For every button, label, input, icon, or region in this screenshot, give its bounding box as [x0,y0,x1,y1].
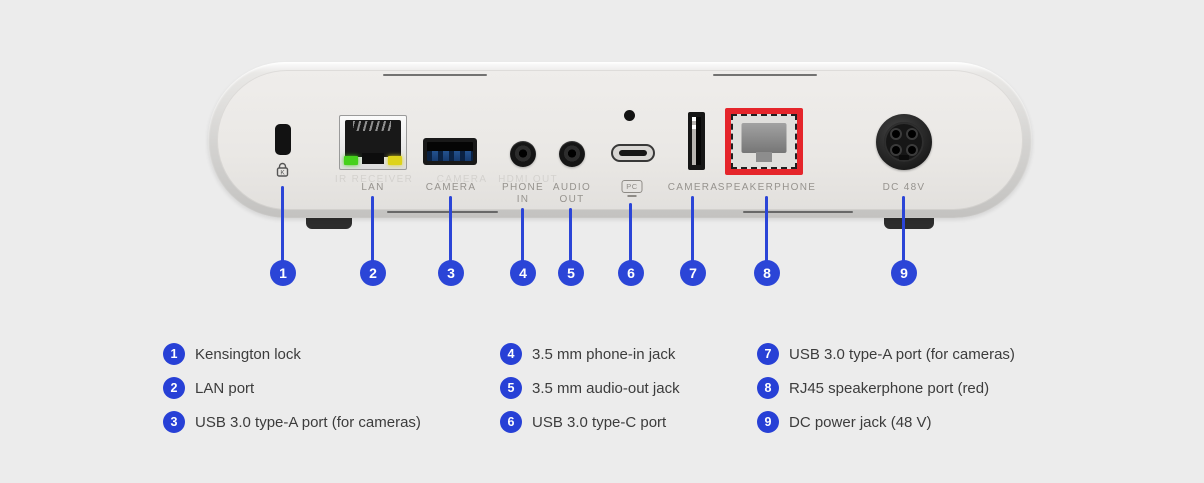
legend-item: 3 USB 3.0 type-A port (for cameras) [163,411,421,433]
legend-label: 3.5 mm phone-in jack [532,345,676,363]
legend-badge: 5 [500,377,522,399]
legend-label: USB 3.0 type-A port (for cameras) [195,413,421,431]
lan-led-green [344,156,358,165]
callout-line-6 [629,203,632,262]
speakerphone-port-panel [731,114,797,169]
callout-line-4 [521,208,524,262]
legend-item: 9 DC power jack (48 V) [757,411,1015,433]
kensington-lock-slot [275,124,291,155]
callout-line-1 [281,186,284,262]
dc-pin-hole [906,128,918,140]
legend-item: 1 Kensington lock [163,343,421,365]
usb-c-port-pc [611,144,655,162]
speakerphone-port-tab [756,152,772,162]
legend-item: 4 3.5 mm phone-in jack [500,343,680,365]
legend-label: Kensington lock [195,345,301,363]
legend-label: USB 3.0 type-A port (for cameras) [789,345,1015,363]
legend-badge: 4 [500,343,522,365]
legend-badge: 6 [500,411,522,433]
callout-6: 6 [618,260,644,286]
kensington-lock-icon: K [276,162,289,177]
label-speakerphone: SPEAKERPHONE [717,182,817,193]
callout-3: 3 [438,260,464,286]
usb-a-tongue [692,117,696,165]
legend-label: LAN port [195,379,255,397]
usb-a-tongue [427,151,473,161]
legend-item: 2 LAN port [163,377,421,399]
legend-label: USB 3.0 type-C port [532,413,667,431]
legend-badge: 1 [163,343,185,365]
ghost-label-camera: CAMERA [436,174,488,185]
callout-7: 7 [680,260,706,286]
ghost-label-ir-receiver: IR RECEIVER [334,174,414,185]
label-phone-in: PHONE IN [502,182,544,205]
lan-port [339,115,407,170]
callout-line-2 [371,196,374,262]
label-phone-line2: IN [516,193,530,205]
callout-line-8 [765,196,768,262]
callout-5: 5 [558,260,584,286]
legend-badge: 3 [163,411,185,433]
callout-2: 2 [360,260,386,286]
legend-badge: 9 [757,411,779,433]
legend-column-3: 7 USB 3.0 type-A port (for cameras) 8 RJ… [757,343,1015,445]
callout-1: 1 [270,260,296,286]
pc-monitor-icon: PC [621,180,643,197]
speakerphone-port-cavity [741,123,787,153]
callout-line-5 [569,208,572,262]
usb-c-slot [619,150,647,156]
legend-column-2: 4 3.5 mm phone-in jack 5 3.5 mm audio-ou… [500,343,680,445]
label-audio-line1: AUDIO [552,182,592,193]
label-pc: PC [626,182,638,191]
label-audio-line2: OUT [559,193,585,205]
panel-seam [743,211,853,213]
legend-column-1: 1 Kensington lock 2 LAN port 3 USB 3.0 t… [163,343,421,445]
legend-item: 5 3.5 mm audio-out jack [500,377,680,399]
label-audio-out: AUDIO OUT [553,182,591,205]
legend-label: 3.5 mm audio-out jack [532,379,680,397]
label-phone-line1: PHONE [501,182,545,193]
usb-a-port-camera-2 [688,112,705,170]
pc-monitor-screen: PC [621,180,643,193]
callout-4: 4 [510,260,536,286]
phone-in-jack [510,141,536,167]
callout-8: 8 [754,260,780,286]
label-camera-2: CAMERA [667,182,719,193]
usb-a-port-camera-1 [423,138,477,165]
callout-line-9 [902,196,905,262]
pc-monitor-stand [627,194,637,197]
label-lan: LAN [361,182,385,193]
speakerphone-rj45-port [725,108,803,175]
lan-port-pins [353,121,391,131]
dc-pin-hole [890,128,902,140]
legend-badge: 2 [163,377,185,399]
dc-power-jack-face [884,122,924,162]
label-camera-1: CAMERA [425,182,477,193]
dc-notch [899,155,909,160]
panel-seam [387,211,498,213]
callout-9: 9 [891,260,917,286]
dc-pin-hole [906,144,918,156]
legend-item: 8 RJ45 speakerphone port (red) [757,377,1015,399]
legend-badge: 7 [757,343,779,365]
legend-item: 6 USB 3.0 type-C port [500,411,680,433]
label-dc-48v: DC 48V [882,182,926,193]
panel-seam [713,74,817,76]
usb-a-cavity [692,117,701,165]
dc-pin-hole [890,144,902,156]
callout-line-3 [449,196,452,262]
audio-out-jack [559,141,585,167]
panel-seam [383,74,487,76]
legend-label: RJ45 speakerphone port (red) [789,379,990,397]
legend-badge: 8 [757,377,779,399]
legend-item: 7 USB 3.0 type-A port (for cameras) [757,343,1015,365]
pinhole [624,110,635,121]
dc-power-jack [876,114,932,170]
svg-text:K: K [280,169,285,176]
callout-line-7 [691,196,694,262]
lan-port-latch [362,153,384,164]
ghost-label-hdmi-out: HDMI OUT [498,174,558,185]
lan-led-yellow [388,156,402,165]
legend-label: DC power jack (48 V) [789,413,932,431]
